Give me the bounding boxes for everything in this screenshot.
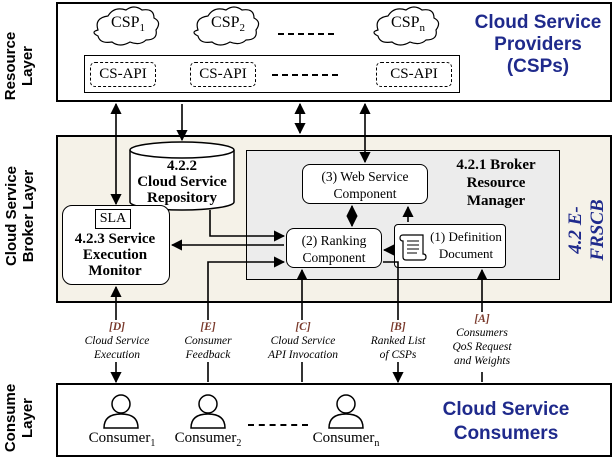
ranking-component: (2) Ranking Component — [286, 228, 382, 268]
cs-api-ellipsis — [272, 74, 338, 76]
flow-e-tag: [E] — [200, 321, 216, 333]
person-icon — [336, 394, 356, 414]
cs-api-container — [84, 55, 460, 93]
flow-e-line1: Consumer — [184, 335, 232, 347]
service-execution-monitor: SLA 4.2.3 Service Execution Monitor — [62, 205, 170, 285]
csp-title: Cloud Service Providers (CSPs) — [468, 12, 608, 78]
brm-line2: Resource — [466, 175, 526, 191]
consumer-2-label: Consumer2 — [174, 430, 242, 449]
flow-c-label: [C] Cloud Service API Invocation — [256, 320, 350, 362]
person-icon — [198, 394, 218, 414]
repository-line1: Cloud Service — [137, 174, 227, 190]
flow-d-label: [D] Cloud Service Execution — [72, 320, 162, 362]
consumer-ellipsis — [248, 424, 308, 426]
repository-line2: Repository — [147, 190, 217, 206]
consumers-title-line1: Cloud Service — [442, 399, 570, 420]
cloud-icon — [373, 6, 440, 46]
csp-title-line1: Cloud Service — [474, 12, 602, 33]
sla-box: SLA — [95, 209, 131, 229]
flow-a-line2: QoS Request — [452, 341, 512, 353]
cloud-icon — [193, 6, 260, 46]
broker-resource-manager-title: 4.2.1 Broker Resource Manager — [438, 156, 554, 210]
flow-d-tag: [D] — [109, 321, 125, 333]
document-icon — [399, 234, 427, 261]
cs-api-n-label: CS-API — [390, 66, 438, 82]
flow-b-line2: of CSPs — [379, 349, 417, 361]
monitor-line2: Execution — [82, 247, 148, 263]
flow-b-line1: Ranked List — [370, 335, 426, 347]
flow-a-label: [A] Consumers QoS Request and Weights — [438, 312, 526, 368]
cs-api-1-label: CS-API — [99, 66, 147, 82]
consumers-title-line2: Consumers — [453, 423, 559, 444]
flow-d-line1: Cloud Service — [84, 335, 150, 347]
definition-document: (1) Definition Document — [394, 224, 506, 268]
flow-a-line3: and Weights — [453, 355, 511, 367]
flow-b-label: [B] Ranked List of CSPs — [360, 320, 436, 362]
ranking-line2: Component — [302, 250, 366, 265]
csp-ellipsis — [278, 33, 334, 35]
database-icon — [129, 150, 235, 211]
cs-api-2-label: CS-API — [199, 66, 247, 82]
repository-label: 4.2.2 Cloud Service Repository — [130, 158, 234, 206]
ranking-label: (2) Ranking Component — [287, 229, 381, 266]
web-service-line2: Component — [333, 186, 397, 201]
flow-e-line2: Feedback — [185, 349, 231, 361]
csp-title-line3: (CSPs) — [506, 56, 570, 77]
flow-b-tag: [B] — [390, 321, 406, 333]
resource-layer-box — [56, 2, 612, 102]
consumer-1-label: Consumer1 — [88, 430, 156, 449]
flow-a-tag: [A] — [474, 313, 490, 325]
cs-api-1: CS-API — [90, 62, 156, 87]
web-service-label: (3) Web Service Component — [303, 165, 427, 202]
csp-title-line2: Providers — [494, 34, 582, 55]
cs-api-n: CS-API — [376, 62, 452, 87]
web-service-line1: (3) Web Service — [321, 169, 409, 184]
consumers-title: Cloud Service Consumers — [408, 398, 604, 446]
csp-1-label: CSP1 — [111, 14, 145, 35]
repository-num: 4.2.2 — [167, 158, 197, 174]
flow-c-line1: Cloud Service — [270, 335, 336, 347]
csp-2-label: CSP2 — [211, 14, 245, 35]
brm-line3: Manager — [466, 193, 526, 209]
definition-line2: Document — [438, 246, 494, 261]
ranking-line1: (2) Ranking — [301, 233, 367, 248]
consume-layer-box — [56, 383, 612, 457]
person-icon — [111, 394, 131, 414]
flow-c-line2: API Invocation — [268, 349, 338, 361]
consumer-n-label: Consumern — [312, 430, 380, 449]
csp-n-label: CSPn — [391, 14, 425, 35]
sla-label: SLA — [99, 211, 127, 226]
definition-label: (1) Definition Document — [427, 228, 505, 262]
flow-e-label: [E] Consumer Feedback — [170, 320, 246, 362]
flow-d-line2: Execution — [94, 349, 140, 361]
definition-line1: (1) Definition — [430, 229, 502, 244]
monitor-title: 4.2.3 Service Execution Monitor — [63, 231, 167, 279]
web-service-component: (3) Web Service Component — [302, 164, 428, 204]
cs-api-2: CS-API — [190, 62, 256, 87]
cloud-icon — [93, 6, 160, 46]
arrow-repository-ranking — [209, 210, 286, 242]
flow-a-line1: Consumers — [456, 327, 508, 339]
monitor-line1: 4.2.3 Service — [74, 231, 156, 247]
monitor-line3: Monitor — [88, 263, 142, 279]
flow-c-tag: [C] — [295, 321, 311, 333]
brm-line1: 4.2.1 Broker — [456, 157, 536, 173]
